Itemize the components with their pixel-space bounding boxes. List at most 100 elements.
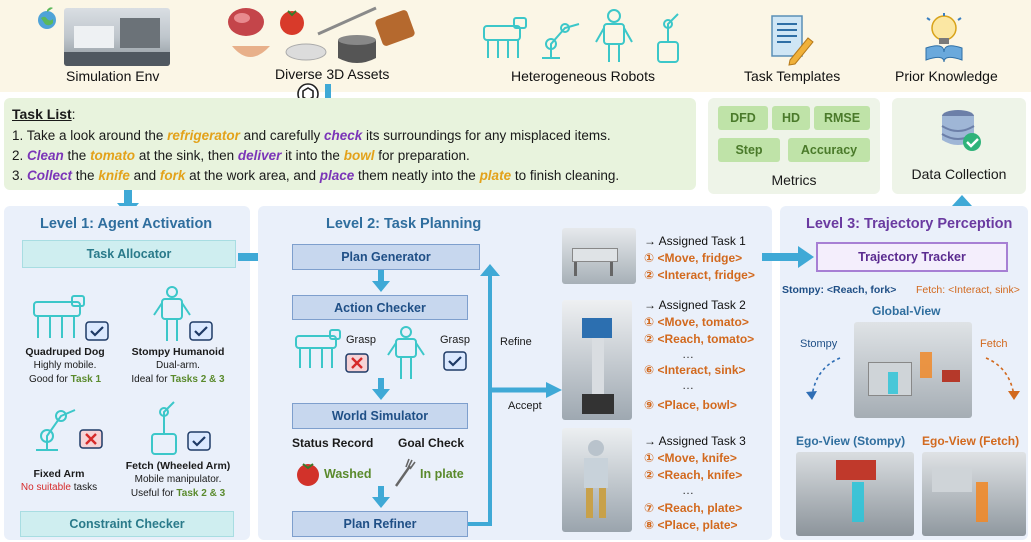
earth-icon <box>38 7 56 29</box>
database-check-icon <box>941 110 981 151</box>
task-text: at the sink, then <box>135 148 238 163</box>
grasp-label-1: Grasp <box>346 334 376 346</box>
task-text: to finish cleaning. <box>511 168 620 183</box>
task3-step: ⑧ <Place, plate> <box>644 518 738 532</box>
ego-view-fetch-label: Ego-View (Fetch) <box>922 434 1020 448</box>
task2-ellipsis: … <box>682 347 694 361</box>
down-arrow-sim <box>372 378 390 400</box>
fetch-sequence: Fetch: <Interact, sink> <box>916 284 1020 296</box>
object-keyword: fork <box>159 168 186 183</box>
plan-generator-box: Plan Generator <box>292 244 480 270</box>
task-text: the <box>63 148 91 163</box>
simulation-env-label: Simulation Env <box>66 68 160 84</box>
task3-step: ⑦ <Reach, plate> <box>644 501 743 515</box>
assigned-task1-head: → Assigned Task 1 <box>644 234 746 248</box>
constraint-checker-box: Constraint Checker <box>20 511 234 537</box>
assigned-task2-head: → Assigned Task 2 <box>644 298 746 312</box>
humanoid-grasp-icon <box>387 326 467 379</box>
object-keyword: plate <box>479 168 512 183</box>
assigned-task3-head: → Assigned Task 3 <box>644 434 746 448</box>
task-text: 3. <box>12 168 28 183</box>
fetch-dashed-arrow <box>985 357 1020 400</box>
task2-step: ⑥ <Interact, sink> <box>644 363 746 377</box>
task-text: and <box>129 168 160 183</box>
tomato-icon <box>297 463 319 486</box>
metric-rmse: RMSE <box>814 106 870 130</box>
metric-accuracy: Accuracy <box>788 138 870 162</box>
task-allocator-box: Task Allocator <box>22 240 236 268</box>
fetch-desc1: Mobile manipulator. <box>134 474 222 485</box>
lightbulb-book-icon <box>925 13 963 63</box>
object-keyword: bowl <box>343 148 375 163</box>
metric-step: Step <box>718 138 780 162</box>
simulation-env-image <box>64 8 170 66</box>
fixed-arm-icon <box>36 409 103 451</box>
object-keyword: refrigerator <box>167 128 240 143</box>
data-collection-panel: Data Collection <box>892 98 1026 194</box>
metric-dfd: DFD <box>718 106 768 130</box>
stompy-label: Stompy <box>800 338 838 350</box>
dog-grasp-icon <box>295 329 369 373</box>
task2-step: ⑨ <Place, bowl> <box>644 398 737 412</box>
humanoid-name: Stompy Humanoid <box>131 346 225 358</box>
fetch-desc2: Useful for Task 2 & 3 <box>130 488 226 499</box>
right-arrow-level3 <box>762 246 814 268</box>
metrics-panel: DFD HD RMSE Step Accuracy Metrics <box>708 98 880 194</box>
task-list-panel: Task List: 1. Take a look around the ref… <box>4 98 696 190</box>
fetch-robot-icon <box>151 401 211 455</box>
object-keyword: knife <box>98 168 130 183</box>
task-text: them neatly into the <box>354 168 480 183</box>
action-keyword: place <box>319 168 355 183</box>
top-band <box>0 0 1031 92</box>
metrics-label: Metrics <box>771 172 817 188</box>
prior-knowledge-label: Prior Knowledge <box>895 68 998 84</box>
document-pencil-icon <box>771 15 814 66</box>
down-arrow-refiner <box>372 486 390 508</box>
dog-name: Quadruped Dog <box>25 346 105 358</box>
task-text: 1. Take a look around the <box>12 128 168 143</box>
action-keyword: Collect <box>27 168 73 183</box>
task2-step: ① <Move, tomato> <box>644 315 749 329</box>
dog-desc2: Good for Task 1 <box>28 374 102 385</box>
in-plate-label: In plate <box>420 467 464 481</box>
task-text: the <box>72 168 99 183</box>
washed-label: Washed <box>324 467 372 481</box>
task2-ellipsis: … <box>682 378 694 392</box>
level3-title: Level 3: Trajectory Perception <box>806 216 1013 232</box>
task3-scene <box>562 428 632 532</box>
task-templates-label: Task Templates <box>744 68 841 84</box>
down-arrow-checker <box>372 270 390 292</box>
task-text: for preparation. <box>374 148 470 163</box>
arm-name: Fixed Arm <box>33 468 85 480</box>
fetch-name: Fetch (Wheeled Arm) <box>125 460 231 472</box>
ego-view-stompy-image <box>796 452 914 536</box>
global-view-label: Global-View <box>872 304 941 318</box>
task2-scene <box>562 300 632 420</box>
stompy-sequence: Stompy: <Reach, fork> <box>782 284 897 296</box>
task-list-title: Task List <box>12 106 72 122</box>
ego-view-fetch-image <box>922 452 1026 536</box>
robots-illustration <box>483 9 679 63</box>
world-simulator-box: World Simulator <box>292 403 468 429</box>
level2-title: Level 2: Task Planning <box>326 216 482 232</box>
grasp-label-2: Grasp <box>440 334 470 346</box>
task3-step: ① <Move, knife> <box>644 451 737 465</box>
trajectory-tracker-box: Trajectory Tracker <box>816 242 1008 272</box>
action-keyword: Clean <box>27 148 64 163</box>
task-line-2: 2. Clean the tomato at the sink, then de… <box>12 148 470 163</box>
task-text: it into the <box>281 148 344 163</box>
task2-step: ② <Reach, tomato> <box>644 332 755 346</box>
arm-desc: No suitable tasks <box>20 482 98 493</box>
metric-hd: HD <box>772 106 810 130</box>
task-line-1: 1. Take a look around the refrigerator a… <box>12 128 611 143</box>
object-keyword: tomato <box>90 148 136 163</box>
task1-step: ② <Interact, fridge> <box>644 268 755 282</box>
task-text: 2. <box>12 148 28 163</box>
fork-icon <box>395 458 416 487</box>
fetch-label: Fetch <box>980 338 1008 350</box>
assets-label: Diverse 3D Assets <box>275 66 390 82</box>
task1-scene <box>562 228 636 284</box>
assets-illustration <box>228 6 415 63</box>
quadruped-dog-icon <box>33 295 109 341</box>
